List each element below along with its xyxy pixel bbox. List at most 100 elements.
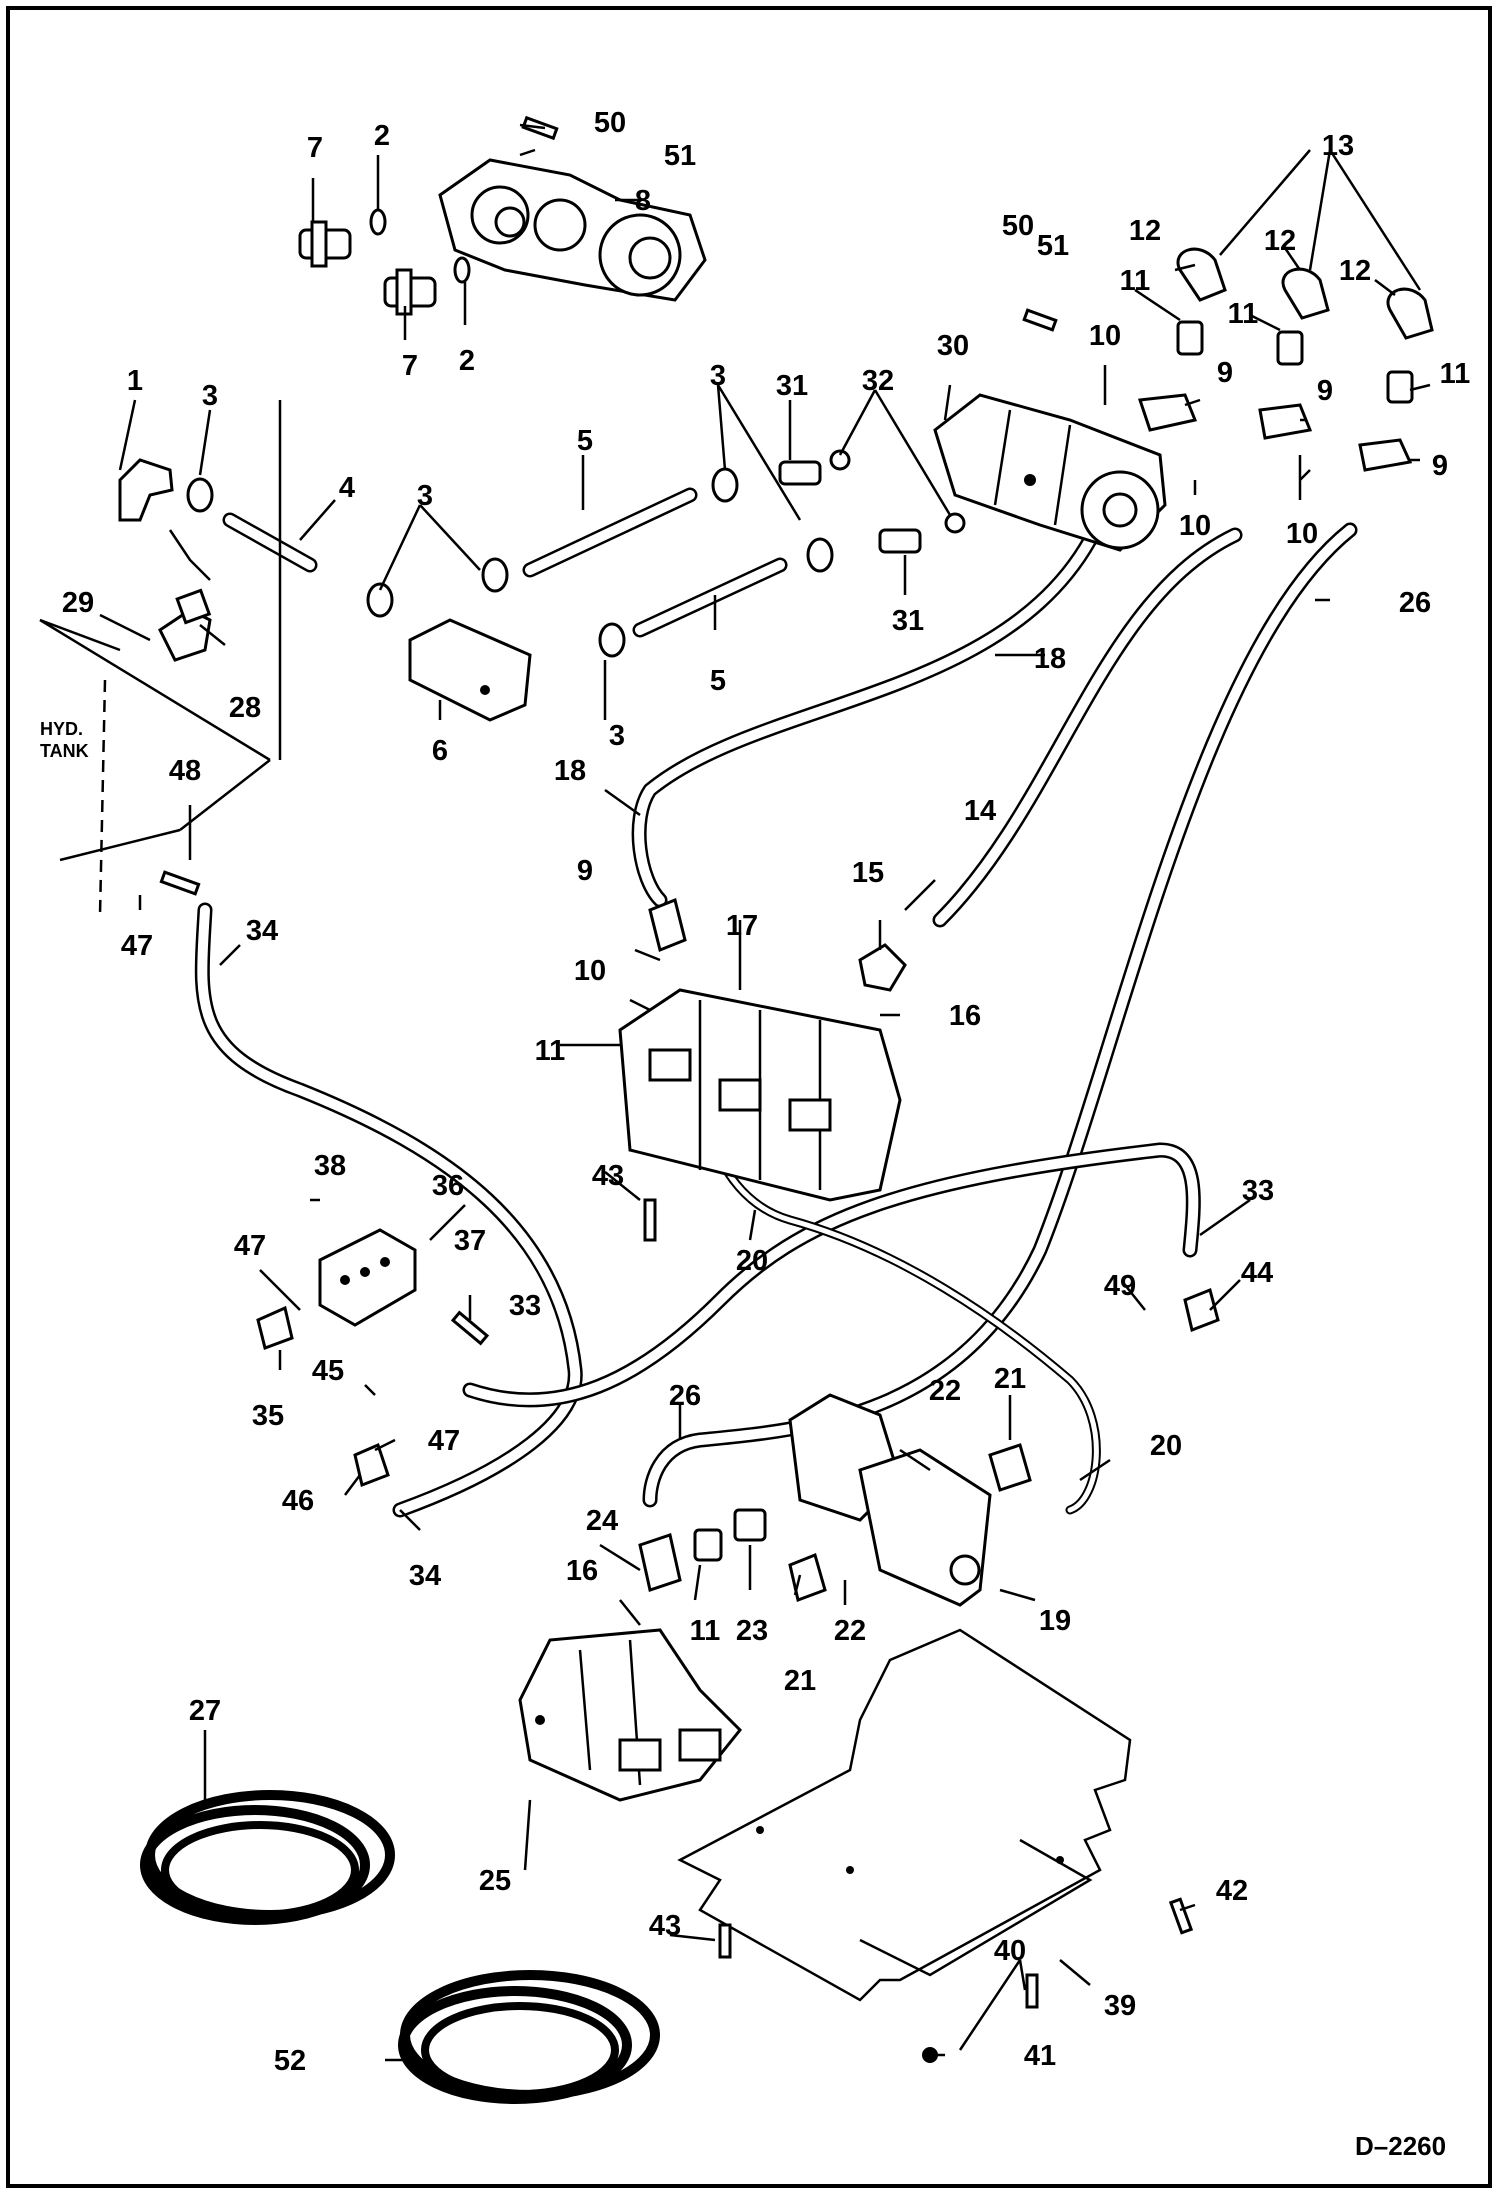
callout-24: 24 [586,1505,618,1537]
callout-33: 33 [1242,1175,1274,1207]
oring-32a [829,449,851,471]
callout-47: 47 [234,1230,266,1262]
callout-25: 25 [479,1865,511,1897]
bolt-40 [1025,1973,1039,2009]
callout-32: 32 [862,365,894,397]
callout-28: 28 [229,692,261,724]
callout-19: 19 [1039,1605,1071,1637]
callout-18: 18 [554,755,586,787]
callout-2: 2 [374,120,390,152]
control-valve-17 [618,988,902,1202]
manifold-36 [318,1228,417,1327]
callout-33: 33 [509,1290,541,1322]
callout-3: 3 [202,380,218,412]
callout-20: 20 [736,1245,768,1277]
bolt-48 [159,870,201,896]
callout-12: 12 [1264,225,1296,257]
callout-44: 44 [1241,1257,1273,1289]
callout-31: 31 [776,370,808,402]
callout-22: 22 [929,1375,961,1407]
oring-2a [369,208,387,236]
elbow-35 [256,1305,294,1350]
elbow-15 [858,943,907,992]
callout-3: 3 [609,720,625,752]
tee-24 [638,1533,682,1592]
callout-7: 7 [307,132,323,164]
callout-46: 46 [282,1485,314,1517]
fitting-31b [878,528,922,554]
callout-18: 18 [1034,643,1066,675]
elbow-44 [1183,1287,1220,1333]
callout-27: 27 [189,1695,221,1727]
callout-47: 47 [121,930,153,962]
callout-29: 29 [62,587,94,619]
callout-36: 36 [432,1170,464,1202]
callout-10: 10 [1179,510,1211,542]
callout-34: 34 [409,1560,441,1592]
elbow-1 [118,458,174,522]
callout-50: 50 [1002,210,1034,242]
callout-16: 16 [949,1000,981,1032]
plate-39 [677,1628,1132,2002]
callout-39: 39 [1104,1990,1136,2022]
callout-9: 9 [1317,375,1333,407]
callout-49: 49 [1104,1270,1136,1302]
nut-41 [922,2047,938,2063]
callout-17: 17 [726,910,758,942]
callout-5: 5 [710,665,726,697]
callout-7: 7 [402,350,418,382]
callout-2: 2 [459,345,475,377]
callout-26: 26 [669,1380,701,1412]
gear-pump-30 [933,393,1167,552]
coiled-hose-27 [140,1790,395,1925]
callout-9: 9 [1217,357,1233,389]
callout-10: 10 [1089,320,1121,352]
callout-21: 21 [994,1363,1026,1395]
border [6,6,1492,2188]
callout-9: 9 [577,855,593,887]
callout-3: 3 [710,360,726,392]
motor-19 [788,1393,992,1607]
bolt-43a [643,1198,657,1242]
callout-10: 10 [574,955,606,987]
pump-8 [438,158,707,302]
callout-37: 37 [454,1225,486,1257]
hoses [194,487,1358,1518]
callout-47: 47 [428,1425,460,1457]
callout-3: 3 [417,480,433,512]
callout-11: 11 [1228,298,1259,330]
callout-10: 10 [1286,518,1318,550]
callout-14: 14 [964,795,996,827]
callout-23: 23 [736,1615,768,1647]
callout-34: 34 [246,915,278,947]
callout-43: 43 [592,1160,624,1192]
coiled-hose-52 [398,1970,660,2104]
fittings-11-12 [1176,247,1434,404]
callout-6: 6 [432,735,448,767]
callout-52: 52 [274,2045,306,2077]
fitting-7-lower [383,268,437,316]
callout-1: 1 [127,365,143,397]
callout-5: 5 [577,425,593,457]
tank-reference-lines [39,400,282,916]
fitting-31a [778,460,822,486]
callout-42: 42 [1216,1875,1248,1907]
callout-11: 11 [690,1615,721,1647]
callout-22: 22 [834,1615,866,1647]
tank-label-line1: HYD. [40,719,83,739]
drawing-number: D–2260 [1355,2131,1446,2161]
bolt-51b [1022,308,1058,332]
callout-43: 43 [649,1910,681,1942]
fitting-11-lower [693,1528,723,1562]
fitting-23 [733,1508,767,1542]
tee-9-valve [648,897,687,953]
callout-21: 21 [784,1665,816,1697]
clamps-3 [186,467,834,658]
oring-2b [453,256,471,284]
callout-12: 12 [1339,255,1371,287]
bolt-37 [450,1310,490,1346]
callout-40: 40 [994,1935,1026,1967]
